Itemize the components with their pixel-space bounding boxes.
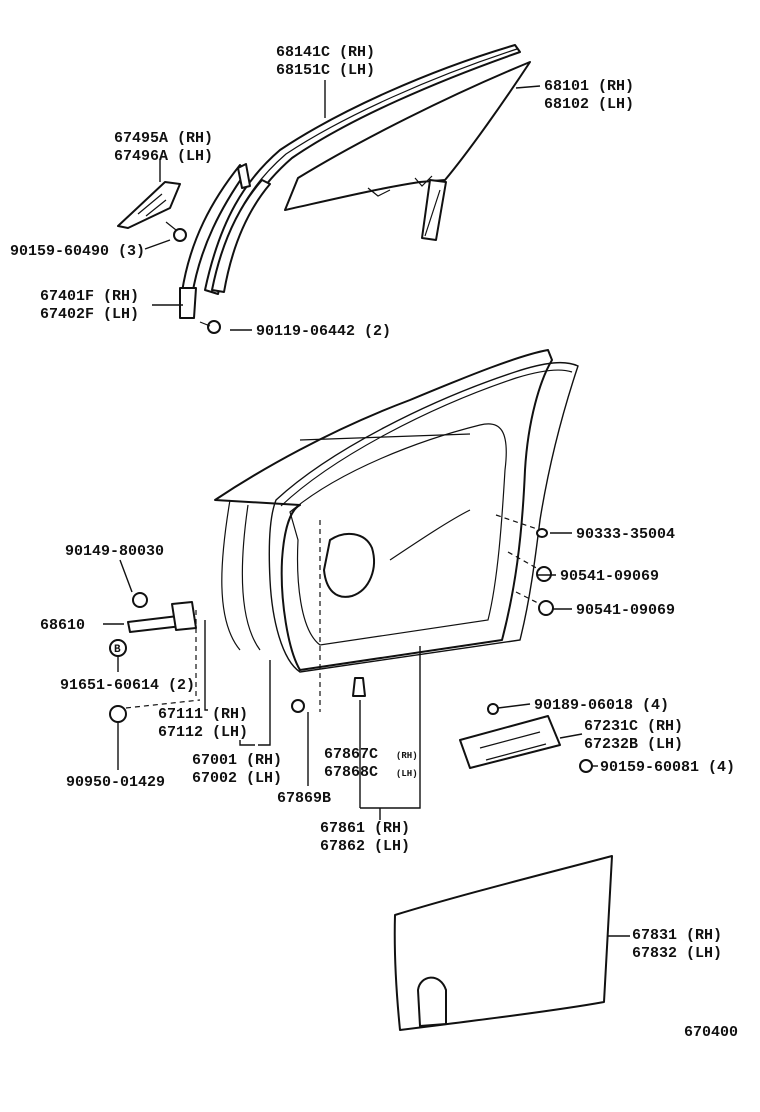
label-67861: 67861 (RH) [320, 820, 410, 837]
label-67111: 67111 (RH) [158, 706, 248, 723]
door-inner-panel [214, 349, 553, 671]
label-clip-a: 90333-35004 [576, 526, 675, 543]
label-67831: 67831 (RH) [632, 927, 722, 944]
door-trim-board [393, 855, 613, 1031]
door-glass [284, 61, 531, 241]
label-68151c: 68151C (LH) [276, 62, 375, 79]
label-67112: 67112 (LH) [158, 724, 248, 741]
cover-panel [117, 181, 181, 229]
part-labels: 68141C (RH) 68151C (LH) 68101 (RH) 68102… [10, 44, 738, 1041]
door-weatherstrip [268, 361, 579, 673]
label-screw-b: 90189-06018 (4) [534, 697, 669, 714]
label-67862: 67862 (LH) [320, 838, 410, 855]
screw-parts [165, 221, 221, 334]
label-67002: 67002 (LH) [192, 770, 282, 787]
label-68141c: 68141C (RH) [276, 44, 375, 61]
callout-b-letter: B [114, 644, 121, 656]
window-regulator-bracket [459, 703, 593, 773]
label-check: 68610 [40, 617, 85, 634]
callout-b: B [109, 639, 127, 657]
window-sash [179, 163, 271, 319]
label-67867c: 67867C [324, 746, 378, 763]
label-68102: 68102 (LH) [544, 96, 634, 113]
label-67402f: 67402F (LH) [40, 306, 139, 323]
label-screw-c: 90159-60081 (4) [600, 759, 735, 776]
label-67868c-side: (LH) [396, 769, 418, 779]
label-plug-a: 90541-09069 [560, 568, 659, 585]
label-67001: 67001 (RH) [192, 752, 282, 769]
label-67832: 67832 (LH) [632, 945, 722, 962]
figure-number: 670400 [684, 1024, 738, 1041]
label-67868c: 67868C [324, 764, 378, 781]
label-67231c: 67231C (RH) [584, 718, 683, 735]
label-67495a: 67495A (RH) [114, 130, 213, 147]
label-67232b: 67232B (LH) [584, 736, 683, 753]
label-67867c-side: (RH) [396, 751, 418, 761]
label-plug-b: 90541-09069 [576, 602, 675, 619]
label-bumper: 90950-01429 [66, 774, 165, 791]
label-bolt-c: 91651-60614 (2) [60, 677, 195, 694]
label-67401f: 67401F (RH) [40, 288, 139, 305]
label-67496a: 67496A (LH) [114, 148, 213, 165]
label-68101: 68101 (RH) [544, 78, 634, 95]
leader-lines [103, 80, 630, 937]
label-bolt-b: 90149-80030 [65, 543, 164, 560]
label-screw-a: 90159-60490 (3) [10, 243, 145, 260]
label-bolt-a: 90119-06442 (2) [256, 323, 391, 340]
label-clip-b: 67869B [277, 790, 331, 807]
door-check [109, 528, 554, 723]
